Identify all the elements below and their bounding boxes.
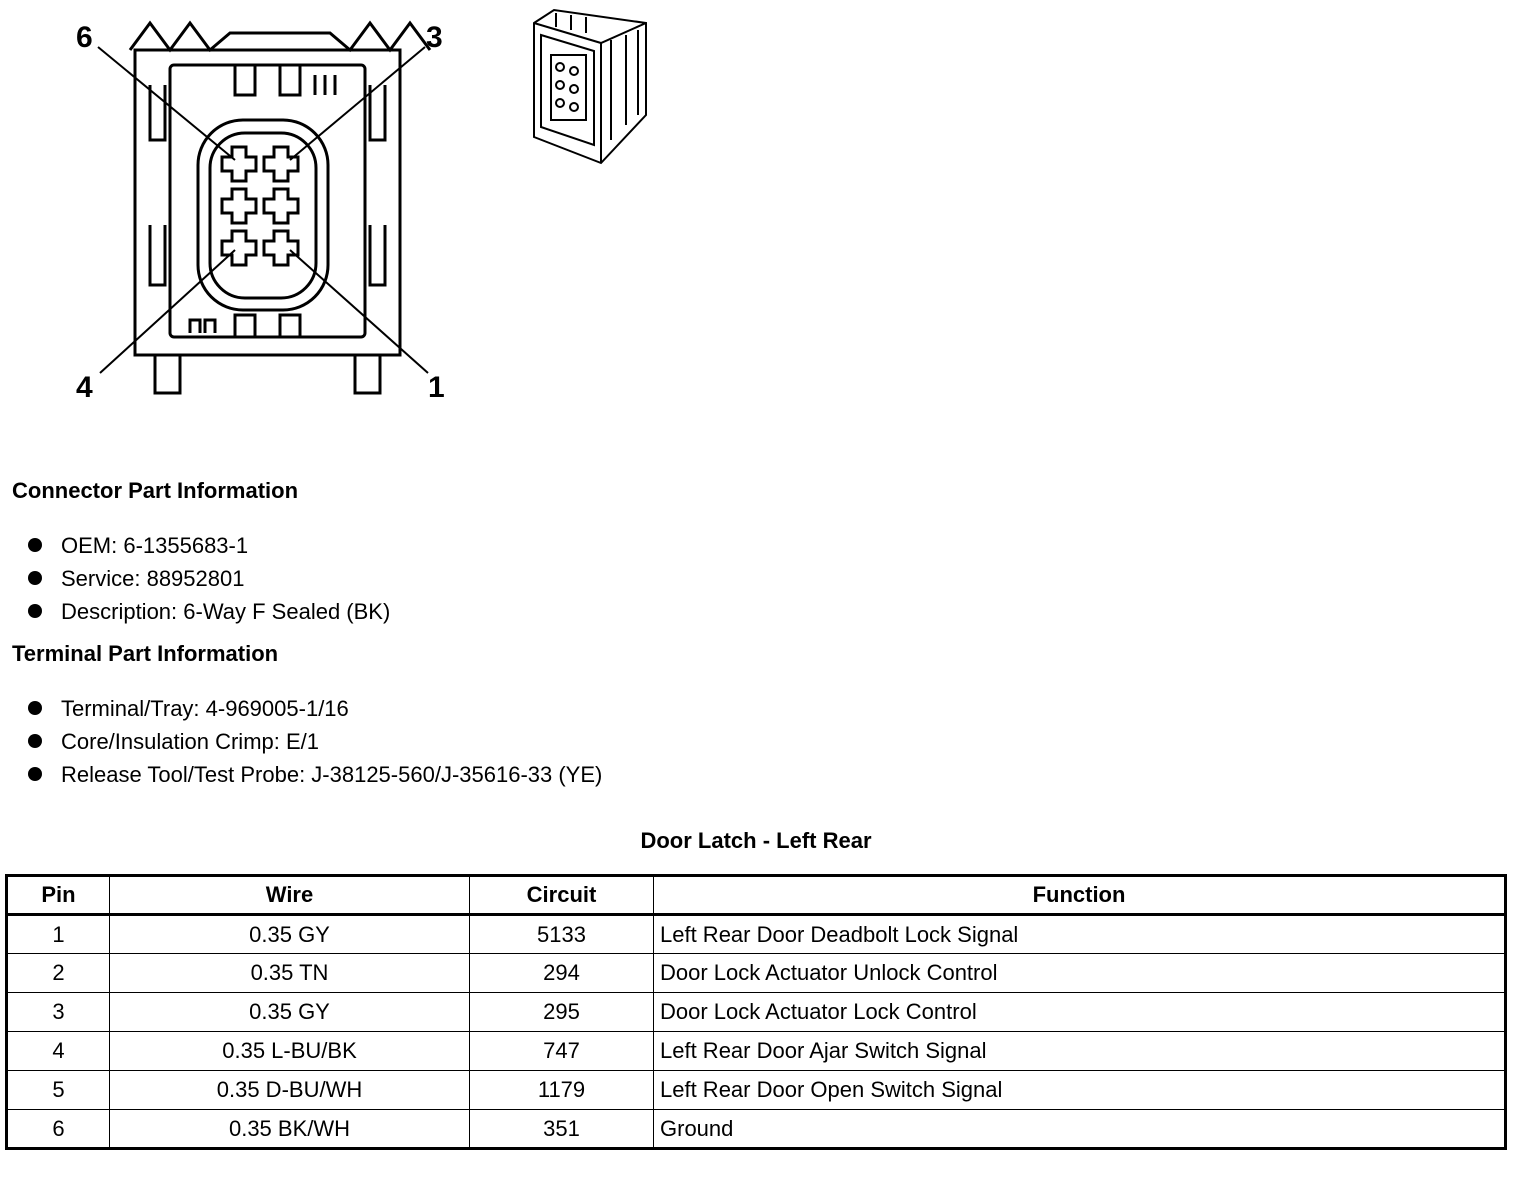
connector-info-list: OEM: 6-1355683-1 Service: 88952801 Descr… — [28, 529, 390, 628]
cavity-6 — [220, 145, 258, 183]
cell-function: Left Rear Door Deadbolt Lock Signal — [653, 914, 1506, 954]
connector-top-latch — [233, 65, 302, 97]
cell-pin: 3 — [6, 992, 110, 1032]
connector-isometric-view — [533, 8, 647, 165]
cavity-5 — [220, 187, 258, 225]
table-row: 1 0.35 GY 5133 Left Rear Door Deadbolt L… — [6, 914, 1506, 954]
cavity-2 — [262, 187, 300, 225]
connector-side-rails — [148, 85, 387, 287]
table-row: 2 0.35 TN 294 Door Lock Actuator Unlock … — [6, 953, 1506, 993]
list-item: Description: 6-Way F Sealed (BK) — [28, 595, 390, 628]
connector-housing — [133, 48, 402, 357]
list-item: Release Tool/Test Probe: J-38125-560/J-3… — [28, 758, 602, 791]
cell-wire: 0.35 GY — [109, 992, 470, 1032]
connector-seal-inner — [208, 131, 318, 300]
cavity-4 — [220, 229, 258, 267]
cell-function: Left Rear Door Open Switch Signal — [653, 1070, 1506, 1110]
table-row: 6 0.35 BK/WH 351 Ground — [6, 1109, 1506, 1149]
cell-circuit: 747 — [469, 1031, 654, 1071]
cell-wire: 0.35 BK/WH — [109, 1109, 470, 1149]
connector-top-ridge — [128, 20, 432, 53]
cavity-3 — [262, 145, 300, 183]
bullet-icon — [28, 571, 42, 585]
cell-pin: 5 — [6, 1070, 110, 1110]
connector-bottom-slots — [188, 318, 217, 333]
terminal-cavities — [220, 145, 300, 267]
bullet-icon — [28, 701, 42, 715]
cell-wire: 0.35 L-BU/BK — [109, 1031, 470, 1071]
pin-callout-6: 6 — [76, 21, 93, 54]
cell-pin: 4 — [6, 1031, 110, 1071]
table-row: 5 0.35 D-BU/WH 1179 Left Rear Door Open … — [6, 1070, 1506, 1110]
bullet-icon — [28, 767, 42, 781]
connector-inner-frame — [168, 63, 367, 339]
list-item: Terminal/Tray: 4-969005-1/16 — [28, 692, 602, 725]
list-item: OEM: 6-1355683-1 — [28, 529, 390, 562]
terminal-info-list: Terminal/Tray: 4-969005-1/16 Core/Insula… — [28, 692, 602, 791]
cell-circuit: 295 — [469, 992, 654, 1032]
connector-top-slots — [313, 75, 337, 95]
cell-wire: 0.35 D-BU/WH — [109, 1070, 470, 1110]
table-row: 3 0.35 GY 295 Door Lock Actuator Lock Co… — [6, 992, 1506, 1032]
cell-pin: 1 — [6, 914, 110, 954]
connector-seal-outer — [196, 118, 330, 312]
bullet-icon — [28, 538, 42, 552]
column-header-function: Function — [653, 875, 1506, 916]
cell-function: Door Lock Actuator Lock Control — [653, 992, 1506, 1032]
cell-wire: 0.35 TN — [109, 953, 470, 993]
list-item: Core/Insulation Crimp: E/1 — [28, 725, 602, 758]
bullet-icon — [28, 604, 42, 618]
table-row: 4 0.35 L-BU/BK 747 Left Rear Door Ajar S… — [6, 1031, 1506, 1071]
cavity-1 — [262, 229, 300, 267]
pin-table: Pin Wire Circuit Function 1 0.35 GY 5133… — [5, 874, 1507, 1150]
list-item: Service: 88952801 — [28, 562, 390, 595]
column-header-circuit: Circuit — [469, 875, 654, 916]
cell-circuit: 351 — [469, 1109, 654, 1149]
pin-callout-3: 3 — [426, 21, 443, 54]
pin-callout-1: 1 — [428, 371, 445, 404]
pin-callout-4: 4 — [76, 371, 93, 404]
cell-circuit: 5133 — [469, 914, 654, 954]
connector-info-heading: Connector Part Information — [12, 478, 299, 503]
cell-function: Door Lock Actuator Unlock Control — [653, 953, 1506, 993]
pin-table-title: Door Latch - Left Rear — [640, 828, 872, 853]
cell-circuit: 294 — [469, 953, 654, 993]
connector-bottom-latch — [233, 313, 302, 337]
terminal-info-heading: Terminal Part Information — [12, 641, 279, 666]
cell-pin: 2 — [6, 953, 110, 993]
cell-circuit: 1179 — [469, 1070, 654, 1110]
connector-face-diagram: 6 3 4 1 — [76, 20, 445, 404]
bullet-icon — [28, 734, 42, 748]
cell-pin: 6 — [6, 1109, 110, 1149]
cell-wire: 0.35 GY — [109, 914, 470, 954]
column-header-wire: Wire — [109, 875, 470, 916]
connector-legs — [153, 355, 382, 395]
cell-function: Ground — [653, 1109, 1506, 1149]
column-header-pin: Pin — [6, 875, 110, 916]
cell-function: Left Rear Door Ajar Switch Signal — [653, 1031, 1506, 1071]
table-header-row: Pin Wire Circuit Function — [6, 875, 1506, 916]
pin-callout-leaders — [97, 46, 429, 374]
